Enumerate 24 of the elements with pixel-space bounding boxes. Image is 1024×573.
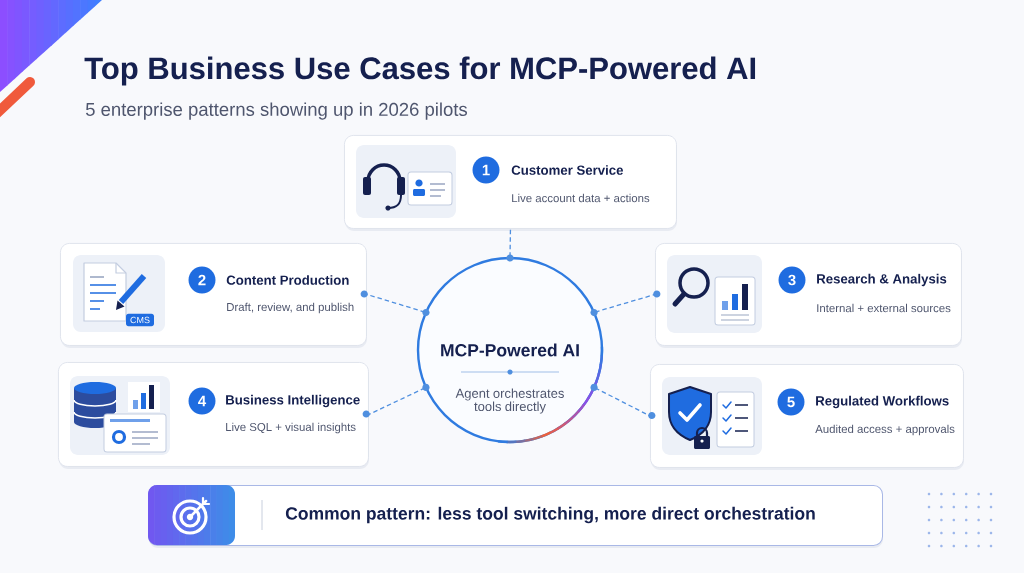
hub-subtitle: Agent orchestrates tools directly xyxy=(455,388,564,414)
number-badge: 2 xyxy=(188,266,216,294)
number-badge: 3 xyxy=(778,266,806,294)
hub-title: MCP-Powered AI xyxy=(441,343,579,357)
card-subtitle: Audited access + approvals xyxy=(815,424,955,436)
card-title: Business Intelligence xyxy=(226,394,360,408)
banner-text: Common pattern: less tool switching, more direct orchestration xyxy=(285,506,815,524)
connector xyxy=(594,293,656,313)
card-subtitle: Live SQL + visual insights xyxy=(226,422,356,434)
card-title: Regulated Workflows xyxy=(816,395,949,409)
card-subtitle: Internal + external sources xyxy=(817,303,951,313)
subtitle: 5 enterprise patterns showing up in 2026 pilots xyxy=(85,102,467,120)
number-badge: 1 xyxy=(472,156,500,184)
connector xyxy=(368,387,426,416)
number-badge: 4 xyxy=(188,387,216,415)
card-title: Content Production xyxy=(226,275,349,285)
card-subtitle: Draft, review, and publish xyxy=(227,302,354,314)
number-badge: 5 xyxy=(777,388,805,416)
card-title: Customer Service xyxy=(511,165,623,175)
connector xyxy=(594,387,651,417)
title: Top Business Use Cases for MCP-Powered AI xyxy=(84,56,756,86)
card-subtitle: Live account data + actions xyxy=(512,193,650,203)
connector xyxy=(509,228,512,258)
card-title: Research & Analysis xyxy=(817,273,947,287)
